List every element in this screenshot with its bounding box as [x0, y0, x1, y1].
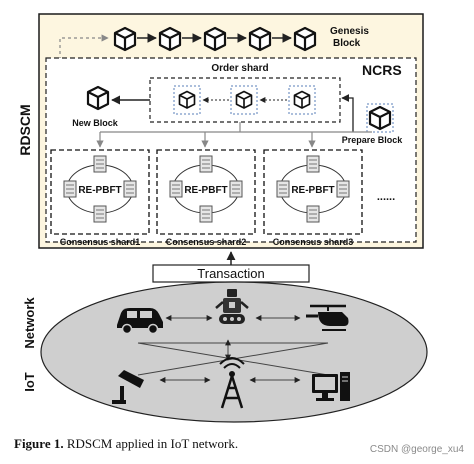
figure-caption-text: RDSCM applied in IoT network. — [63, 436, 239, 451]
server-icon — [123, 180, 137, 198]
server-icon — [229, 180, 243, 198]
new-block-icon — [86, 85, 110, 111]
order-shard-box — [149, 77, 341, 123]
block-icon — [113, 26, 137, 52]
shard-protocol: RE-PBFT — [184, 185, 227, 196]
ncrs-label: NCRS — [362, 62, 402, 78]
shard-protocol: RE-PBFT — [291, 185, 334, 196]
camera-icon — [112, 370, 144, 404]
rdscm-iot-diagram: RDSCM Genesis Block NCRS Order shard New… — [17, 13, 428, 423]
prepare-block-label: Prepare Block — [342, 135, 404, 145]
prepare-block-box — [366, 103, 394, 133]
consensus-shard-3: RE-PBFT Consensus shard3 — [263, 149, 363, 247]
shard-label: Consensus shard2 — [166, 237, 247, 247]
server-icon — [169, 180, 183, 198]
consensus-shard-1: RE-PBFT Consensus shard1 — [50, 149, 150, 247]
genesis-block-label-1: Genesis — [330, 26, 369, 37]
block-icon — [178, 90, 196, 109]
server-icon — [199, 155, 213, 173]
shard-label: Consensus shard3 — [273, 237, 354, 247]
more-shards-ellipsis: ...... — [377, 191, 395, 203]
server-icon — [93, 155, 107, 173]
genesis-chain — [113, 26, 317, 52]
new-block-label: New Block — [72, 118, 119, 128]
server-icon — [93, 205, 107, 223]
car-icon — [117, 308, 163, 335]
block-icon — [248, 26, 272, 52]
block-icon — [293, 26, 317, 52]
server-icon — [336, 180, 350, 198]
rdscm-label: RDSCM — [17, 104, 33, 155]
order-shard-label: Order shard — [211, 63, 268, 74]
server-icon — [63, 180, 77, 198]
transaction-label: Transaction — [197, 266, 264, 281]
radio-tower-icon — [219, 357, 245, 409]
server-icon — [276, 180, 290, 198]
block-icon — [158, 26, 182, 52]
watermark: CSDN @george_xu4 — [369, 444, 464, 455]
consensus-shard-2: RE-PBFT Consensus shard2 — [156, 149, 256, 247]
helicopter-icon — [306, 304, 349, 331]
iot-label-2: IoT — [22, 372, 37, 392]
shard-label: Consensus shard1 — [60, 237, 141, 247]
shard-protocol: RE-PBFT — [78, 185, 121, 196]
server-icon — [306, 155, 320, 173]
order-shard-blocks — [173, 85, 316, 115]
server-icon — [199, 205, 213, 223]
block-icon — [293, 90, 311, 109]
block-icon — [235, 90, 253, 109]
iot-label-1: Network — [22, 297, 37, 349]
genesis-block-label-2: Block — [333, 38, 361, 49]
server-icon — [306, 205, 320, 223]
block-icon — [203, 26, 227, 52]
computer-icon — [312, 372, 350, 401]
figure-caption: Figure 1. RDSCM applied in IoT network. — [14, 436, 238, 452]
prepare-block-icon — [368, 105, 392, 131]
shard-connectors — [96, 122, 372, 148]
robot-icon — [215, 289, 249, 324]
figure-caption-label: Figure 1. — [14, 436, 64, 451]
